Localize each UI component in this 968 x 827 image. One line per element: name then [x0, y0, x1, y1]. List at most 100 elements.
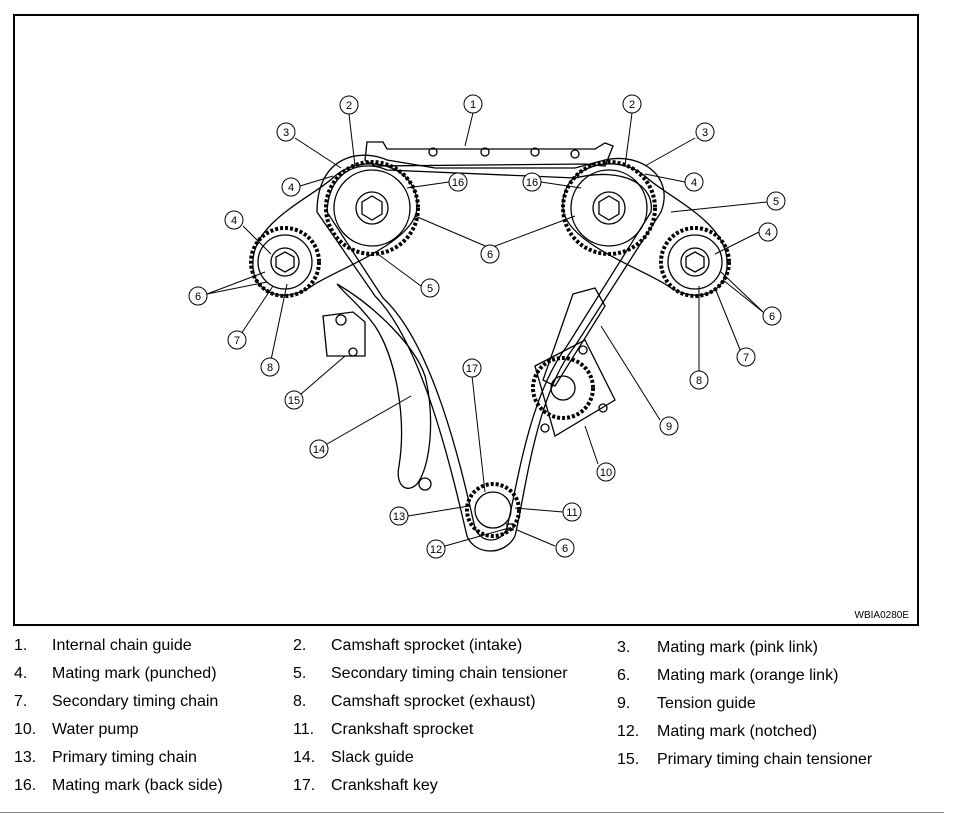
callout-7-left: 7	[227, 285, 274, 350]
svg-text:7: 7	[234, 335, 240, 347]
svg-text:17: 17	[466, 363, 478, 375]
svg-text:4: 4	[691, 177, 697, 189]
svg-text:14: 14	[313, 444, 325, 456]
svg-text:9: 9	[666, 421, 672, 433]
svg-text:5: 5	[773, 196, 779, 208]
legend-label: Primary timing chain	[52, 749, 197, 766]
tension-guide	[542, 287, 606, 387]
slack-guide	[336, 283, 432, 489]
legend-number: 11.	[293, 721, 315, 738]
legend-label: Camshaft sprocket (intake)	[331, 637, 523, 654]
svg-text:10: 10	[600, 467, 612, 479]
legend-label: Mating mark (back side)	[52, 777, 223, 794]
legend-number: 17.	[293, 777, 316, 794]
svg-text:4: 4	[765, 227, 771, 239]
primary-timing-chain-tensioner	[322, 311, 366, 357]
callout-5-left: 5	[374, 251, 440, 298]
right-secondary-timing-chain	[562, 163, 728, 296]
legend-label: Crankshaft key	[331, 777, 438, 794]
right-exhaust-sprocket	[659, 226, 731, 298]
svg-text:8: 8	[267, 362, 273, 374]
legend-label: Primary timing chain tensioner	[657, 751, 873, 768]
legend-label: Mating mark (pink link)	[657, 639, 818, 656]
callout-6-center: 6	[414, 215, 576, 264]
legend-number: 16.	[14, 777, 37, 794]
svg-text:4: 4	[231, 215, 237, 227]
legend-number: 10.	[14, 721, 37, 738]
callout-15: 15	[284, 355, 346, 410]
callout-6-crank: 6	[516, 529, 575, 558]
callout-4-b: 4	[224, 210, 272, 255]
primary-timing-chain	[316, 154, 665, 552]
legend-label: Mating mark (punched)	[52, 665, 217, 682]
callout-12: 12	[426, 527, 510, 559]
water-pump	[531, 339, 616, 437]
svg-text:16: 16	[526, 177, 538, 189]
callout-7-right: 7	[714, 287, 756, 367]
diagram-frame: 1 2 2 3 3 4 4 4 4 5 5 6 6 6 6 6 7 7 8 8 …	[13, 14, 919, 626]
svg-text:12: 12	[430, 544, 442, 556]
svg-text:4: 4	[288, 182, 294, 194]
svg-text:8: 8	[696, 375, 702, 387]
callout-4-c: 4	[644, 172, 704, 192]
legend-label: Secondary timing chain	[52, 693, 219, 710]
legend-number: 13.	[14, 749, 37, 766]
callout-14: 14	[309, 395, 412, 459]
callout-2-right: 2	[622, 94, 642, 167]
legend-number: 12.	[617, 723, 640, 740]
callout-4-d: 4	[714, 222, 778, 255]
crankshaft-sprocket	[465, 482, 521, 538]
svg-text:16: 16	[452, 177, 464, 189]
callout-3-left: 3	[276, 122, 342, 169]
legend-label: Slack guide	[331, 749, 414, 766]
legend-label: Camshaft sprocket (exhaust)	[331, 693, 536, 710]
callout-16-left: 16	[406, 172, 468, 192]
legend-number: 1.	[14, 637, 28, 654]
bottom-divider	[0, 812, 944, 813]
callout-13: 13	[389, 505, 470, 526]
svg-text:7: 7	[743, 352, 749, 364]
legend-number: 14.	[293, 749, 316, 766]
legend-label: Crankshaft sprocket	[331, 721, 474, 738]
legend-number: 4.	[14, 665, 28, 682]
callout-1: 1	[463, 94, 483, 147]
callout-8-left: 8	[260, 283, 288, 377]
callout-6-left: 6	[188, 271, 268, 306]
svg-text:2: 2	[346, 100, 352, 112]
svg-text:11: 11	[566, 507, 577, 519]
callout-16-right: 16	[522, 172, 582, 192]
callout-17: 17	[462, 358, 486, 493]
callout-6-right: 6	[720, 271, 782, 326]
svg-text:6: 6	[562, 543, 568, 555]
svg-text:6: 6	[195, 291, 201, 303]
legend-label: Internal chain guide	[52, 637, 192, 654]
svg-text:2: 2	[629, 99, 635, 111]
left-exhaust-sprocket	[249, 226, 321, 298]
svg-text:3: 3	[283, 127, 289, 139]
callout-9: 9	[600, 325, 679, 436]
legend-label: Water pump	[52, 721, 139, 738]
legend-number: 5.	[293, 665, 307, 682]
callout-8-right: 8	[689, 286, 709, 390]
legend-label: Secondary timing chain tensioner	[331, 665, 568, 682]
svg-text:5: 5	[427, 283, 433, 295]
parts-legend: 1. Internal chain guide 4. Mating mark (pu…	[0, 632, 968, 812]
legend-label: Tension guide	[657, 695, 756, 712]
legend-label: Mating mark (orange link)	[657, 667, 839, 684]
svg-text:1: 1	[470, 99, 476, 111]
callout-4-a: 4	[281, 175, 334, 197]
legend-number: 8.	[293, 693, 307, 710]
callout-11: 11	[514, 502, 582, 522]
callout-10: 10	[584, 425, 616, 482]
legend-number: 7.	[14, 693, 28, 710]
timing-chain-diagram: 1 2 2 3 3 4 4 4 4 5 5 6 6 6 6 6 7 7 8 8 …	[188, 94, 786, 559]
legend-label: Mating mark (notched)	[657, 723, 818, 740]
callout-5-right: 5	[670, 191, 786, 213]
legend-number: 9.	[617, 695, 631, 712]
svg-text:6: 6	[487, 249, 493, 261]
svg-text:6: 6	[769, 311, 775, 323]
callout-2-left: 2	[339, 95, 359, 167]
figure-reference-code: WBIA0280E	[854, 610, 909, 621]
legend-number: 3.	[617, 639, 631, 656]
svg-text:3: 3	[702, 127, 708, 139]
